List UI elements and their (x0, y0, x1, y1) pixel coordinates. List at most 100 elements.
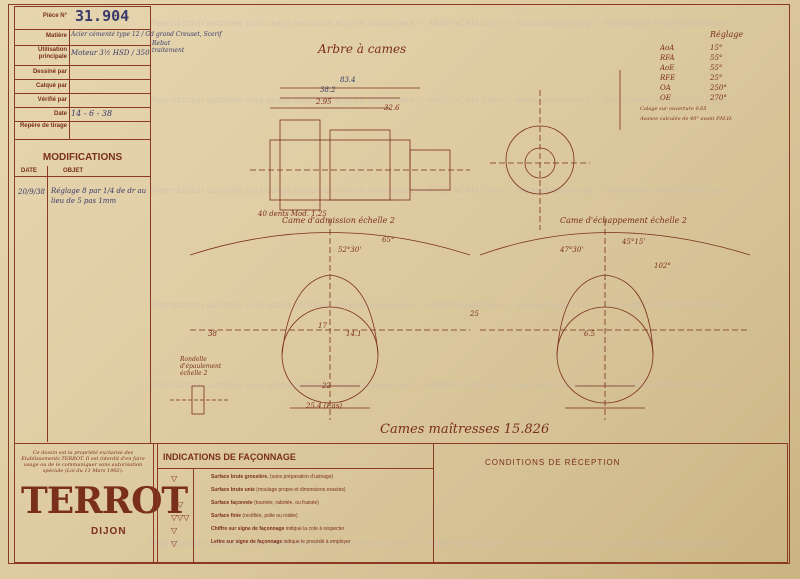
modifications-divider (47, 166, 48, 442)
intake-cam-label: Came d'admission échelle 2 (282, 216, 395, 225)
angle-label: 65° (382, 236, 395, 244)
conditions-divider (433, 444, 434, 562)
dimension-label: 32.6 (384, 104, 400, 112)
timing-label: OA (660, 84, 671, 92)
dimension-label: 6.5 (584, 330, 596, 338)
indication-row: Surface façonnée (tournée, rabotée, ou f… (211, 500, 319, 506)
dimension-label: 83.4 (340, 76, 356, 84)
date-label: Date (53, 111, 67, 117)
technical-drawing (170, 70, 751, 420)
usage-value: Moteur 3½ HSD / 350 (71, 49, 150, 57)
timing-label: RFE (660, 74, 676, 82)
finish-symbol: ▽ (171, 474, 178, 483)
timing-note: Avance calculée de 40° avant P.M.H. (640, 116, 733, 122)
finish-symbol: ▽▽▽ (171, 513, 190, 522)
modifications-title: MODIFICATIONS (42, 152, 123, 163)
brand-name: TERROT (21, 480, 188, 522)
indications-title: INDICATIONS DE FAÇONNAGE (163, 452, 296, 462)
dimension-label: 22 (322, 382, 331, 390)
logo-divider (153, 444, 154, 562)
indications-header-line (157, 468, 433, 469)
timing-value: 55° (710, 54, 723, 62)
terrot-logo: TERROT DIJON (21, 480, 188, 540)
exhaust-cam-curve (479, 232, 751, 256)
label-column-divider (69, 29, 70, 139)
indication-label: Surface brute unie (211, 487, 255, 493)
conditions-title: CONDITIONS DE RÉCEPTION (485, 458, 621, 467)
dimension-label: 38.2 (320, 86, 336, 94)
material-label: Matière (45, 33, 67, 39)
traced-by-label: Calqué par (35, 83, 67, 89)
timing-title: Réglage (710, 30, 744, 39)
piece-label: Pièce N° (42, 13, 67, 19)
watermark: Reproduction autorisée pour usage person… (150, 95, 727, 105)
indication-label: Surface finie (211, 513, 242, 519)
piece-number: 31.904 (75, 7, 130, 25)
drawn-by-label: Dessiné par (32, 69, 67, 75)
modification-date: 20/9/38 (18, 188, 45, 196)
watermark: Reproduction autorisée pour usage person… (150, 300, 727, 310)
exhaust-cam-label: Came d'échappement échelle 2 (560, 216, 688, 225)
dimension-label: 14.1 (346, 330, 362, 338)
indication-note: (tournée, rabotée, ou fraisée) (254, 500, 319, 506)
date-value: 14 - 6 - 38 (71, 109, 113, 118)
indication-note: (sans préparation d'usinage) (269, 474, 334, 480)
indication-row: Surface brute unie (moulage propre et di… (211, 487, 346, 493)
indication-label: Lettre sur signe de façonnage (211, 539, 283, 545)
indication-note: (rectifiée, polie ou rodée) (242, 513, 298, 519)
title-block: Pièce N° 31.904 Matière Acier cémenté ty… (14, 6, 222, 140)
angle-label: 45°15' (622, 238, 646, 246)
objet-column-header: OBJET (63, 168, 84, 174)
timing-label: OE (660, 94, 671, 102)
master-cams-label: Cames maîtresses 15.826 (380, 422, 550, 437)
indication-note: (moulage propre et dimensions exactes) (256, 487, 346, 493)
angle-label: 47°30' (560, 246, 584, 254)
side-note: Rebut traitement (152, 40, 185, 54)
dimension-label: 38 (208, 330, 217, 338)
dimension-label: 25 (470, 310, 479, 318)
indications-divider (193, 468, 194, 562)
bottom-block: Ce dessin est la propriété exclusive des… (14, 443, 788, 563)
logo-divider (157, 444, 158, 562)
watermark: Reproduction autorisée pour usage person… (150, 380, 727, 390)
modifications-header-line (15, 176, 150, 177)
timing-label: AoA (660, 44, 675, 52)
indication-row: Surface finie (rectifiée, polie ou rodée… (211, 513, 298, 519)
dimension-label: 17 (318, 322, 327, 330)
date-column-header: DATE (21, 168, 37, 174)
indication-note: indique le procédé à employer (283, 539, 351, 545)
indication-note: indique la cote à respecter (285, 526, 345, 532)
timing-note: Calage sur ouverture 0.65 (640, 106, 707, 112)
angle-label: 102° (654, 262, 671, 270)
timing-label: RFA (660, 54, 675, 62)
material-value: Acier cémenté type 12 / Gd grand Creuset… (71, 31, 222, 38)
brand-city: DIJON (91, 526, 127, 537)
washer-label: Rondelle d'épaulement échelle 2 (180, 356, 222, 377)
indication-row: Lettre sur signe de façonnage indique le… (211, 539, 351, 545)
dimension-label: 25.4 (Eas) (306, 402, 343, 410)
print-ref-label: Repère de tirage (19, 123, 67, 129)
timing-value: 250° (710, 84, 727, 92)
timing-value: 25° (710, 74, 723, 82)
sheet-border (8, 4, 790, 564)
timing-value: 270° (710, 94, 727, 102)
legal-notice: Ce dessin est la propriété exclusive des… (21, 450, 145, 474)
dimension-label: 2.95 (316, 98, 332, 106)
timing-label: AoE (660, 64, 675, 72)
indication-row: Surface brute grossière. (sans préparati… (211, 474, 333, 480)
finish-symbol: ▽▽ (171, 500, 184, 509)
indication-label: Surface brute grossière. (211, 474, 269, 480)
main-title: Arbre à cames (318, 42, 407, 56)
finish-symbol: ▽ (171, 526, 178, 535)
modification-objet: Réglage 8 par 1/4 de dr au lieu de 5 pas… (51, 187, 147, 205)
timing-value: 15° (710, 44, 723, 52)
checked-by-label: Vérifié par (37, 97, 67, 103)
finish-symbol: ▽ (171, 539, 178, 548)
usage-label: Utilisation principale (37, 47, 67, 60)
indication-row: Chiffre sur signe de façonnage indique l… (211, 526, 344, 532)
indication-label: Surface façonnée (211, 500, 253, 506)
shaft-note: 40 dents Mod. 1,25 (258, 210, 327, 218)
indication-label: Chiffre sur signe de façonnage (211, 526, 285, 532)
shaft-gear (279, 119, 321, 211)
